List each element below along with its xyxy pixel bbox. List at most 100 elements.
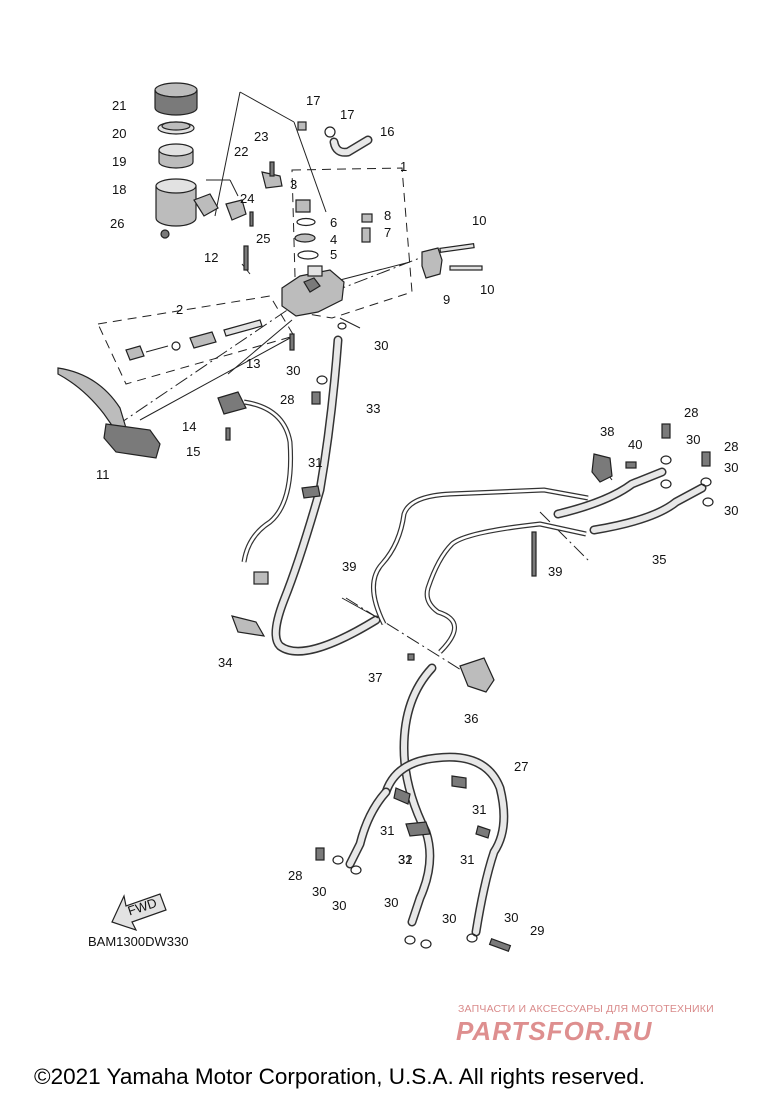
reservoir-diaphragm-plate — [157, 121, 195, 135]
master-cylinder-body — [281, 265, 345, 317]
callout-label: 39 — [342, 559, 356, 574]
bracket-bolt — [269, 161, 275, 177]
callout-label: 33 — [366, 401, 380, 416]
callout-label: 26 — [110, 216, 124, 231]
watermark-brand: PARTSFOR.RU — [456, 1016, 653, 1046]
callout-label: 38 — [600, 424, 614, 439]
callout-label: 15 — [186, 444, 200, 459]
brake-pipe-main — [371, 487, 589, 654]
reservoir-screw — [160, 229, 170, 239]
bracket-36 — [459, 657, 495, 693]
callout-label: 5 — [330, 247, 337, 262]
callout-label: 19 — [112, 154, 126, 169]
callout-label: 30 — [504, 910, 518, 925]
callout-label: 8 — [384, 208, 391, 223]
callout-label: 20 — [112, 126, 126, 141]
bolt-39-left — [341, 597, 379, 619]
brake-hose-33 — [271, 335, 381, 656]
callout-label: 21 — [112, 98, 126, 113]
seal-6 — [296, 217, 316, 227]
callout-label: 7 — [384, 225, 391, 240]
callout-label: 31 — [308, 455, 322, 470]
holder-screw — [249, 211, 254, 227]
copper-washers-30 — [316, 322, 714, 949]
callout-label: 2 — [176, 302, 183, 317]
callout-label: 30 — [312, 884, 326, 899]
callout-label: 6 — [330, 215, 337, 230]
clamp-32 — [405, 821, 431, 837]
callout-label: 30 — [384, 895, 398, 910]
clamp-34 — [231, 615, 266, 637]
callout-label: 31 — [472, 802, 486, 817]
bolt-37 — [407, 653, 415, 661]
bolt-40 — [625, 461, 637, 469]
callout-label: 30 — [332, 898, 346, 913]
callout-label: 3 — [290, 177, 297, 192]
union-bolt-28-c — [701, 451, 711, 467]
callout-label: 31 — [380, 823, 394, 838]
bolt-39-right — [531, 531, 537, 577]
screw-15 — [225, 427, 231, 441]
callout-label: 30 — [442, 911, 456, 926]
callout-label: 36 — [464, 711, 478, 726]
cap-8 — [361, 213, 373, 223]
bolt-10-b — [449, 265, 483, 271]
callout-label: 11 — [96, 467, 110, 482]
union-bolt-29 — [488, 937, 512, 953]
brake-hose-27 — [345, 663, 509, 937]
callout-label: 28 — [684, 405, 698, 420]
callout-label: 34 — [218, 655, 232, 670]
callout-label: 28 — [280, 392, 294, 407]
callout-label: 29 — [530, 923, 544, 938]
callout-label: 28 — [288, 868, 302, 883]
leader-lines — [115, 91, 613, 679]
callout-label: 31 — [460, 852, 474, 867]
callout-label: 24 — [240, 191, 254, 206]
callout-label: 39 — [548, 564, 562, 579]
callout-label: 27 — [514, 759, 528, 774]
callout-label: 28 — [724, 439, 738, 454]
callout-label: 30 — [374, 338, 388, 353]
callout-label: 25 — [256, 231, 270, 246]
hose-clip-17a — [297, 121, 307, 131]
callout-label: 14 — [182, 419, 196, 434]
callout-label: 17 — [340, 107, 354, 122]
callout-label: 30 — [286, 363, 300, 378]
clamp-31-b — [451, 775, 467, 789]
joint-38 — [591, 453, 613, 483]
master-cylinder-piston-kit — [125, 319, 263, 361]
callout-label: 9 — [443, 292, 450, 307]
clamp-31-c — [475, 825, 491, 839]
callout-label: 37 — [368, 670, 382, 685]
cap-3 — [295, 199, 311, 213]
callout-label: 1 — [400, 159, 407, 174]
brake-hose-35 — [553, 467, 707, 535]
union-bolt-28-b — [661, 423, 671, 439]
fitting-7 — [361, 227, 371, 243]
reservoir-hose — [329, 135, 373, 157]
callout-label: 18 — [112, 182, 126, 197]
clamp-31-a — [393, 787, 411, 805]
reservoir-holder — [225, 199, 247, 221]
callout-label: 30 — [724, 460, 738, 475]
hose-clip-17b — [324, 126, 336, 138]
oring-5 — [297, 250, 319, 260]
bolt-10-a — [439, 242, 475, 254]
watermark-subtitle: ЗАПЧАСТИ И АКСЕССУАРЫ ДЛЯ МОТОТЕХНИКИ — [458, 1003, 714, 1015]
diaphragm-4 — [294, 233, 316, 243]
diagram-code: BAM1300DW330 — [88, 934, 189, 949]
callout-label: 35 — [652, 552, 666, 567]
callout-labels: 1 2 3 4 5 6 7 8 9 10 10 11 12 13 14 15 1… — [96, 93, 738, 938]
bolt-13 — [289, 333, 295, 351]
callout-label: 16 — [380, 124, 394, 139]
brake-lever — [57, 367, 161, 459]
reservoir-tank — [155, 178, 219, 227]
callout-label: 40 — [628, 437, 642, 452]
callout-label: 30 — [686, 432, 700, 447]
callout-label: 30 — [724, 503, 738, 518]
callout-label: 22 — [234, 144, 248, 159]
bolt-12 — [243, 245, 249, 271]
brake-switch — [217, 391, 294, 585]
callout-label: 23 — [254, 129, 268, 144]
callout-label: 17 — [306, 93, 320, 108]
